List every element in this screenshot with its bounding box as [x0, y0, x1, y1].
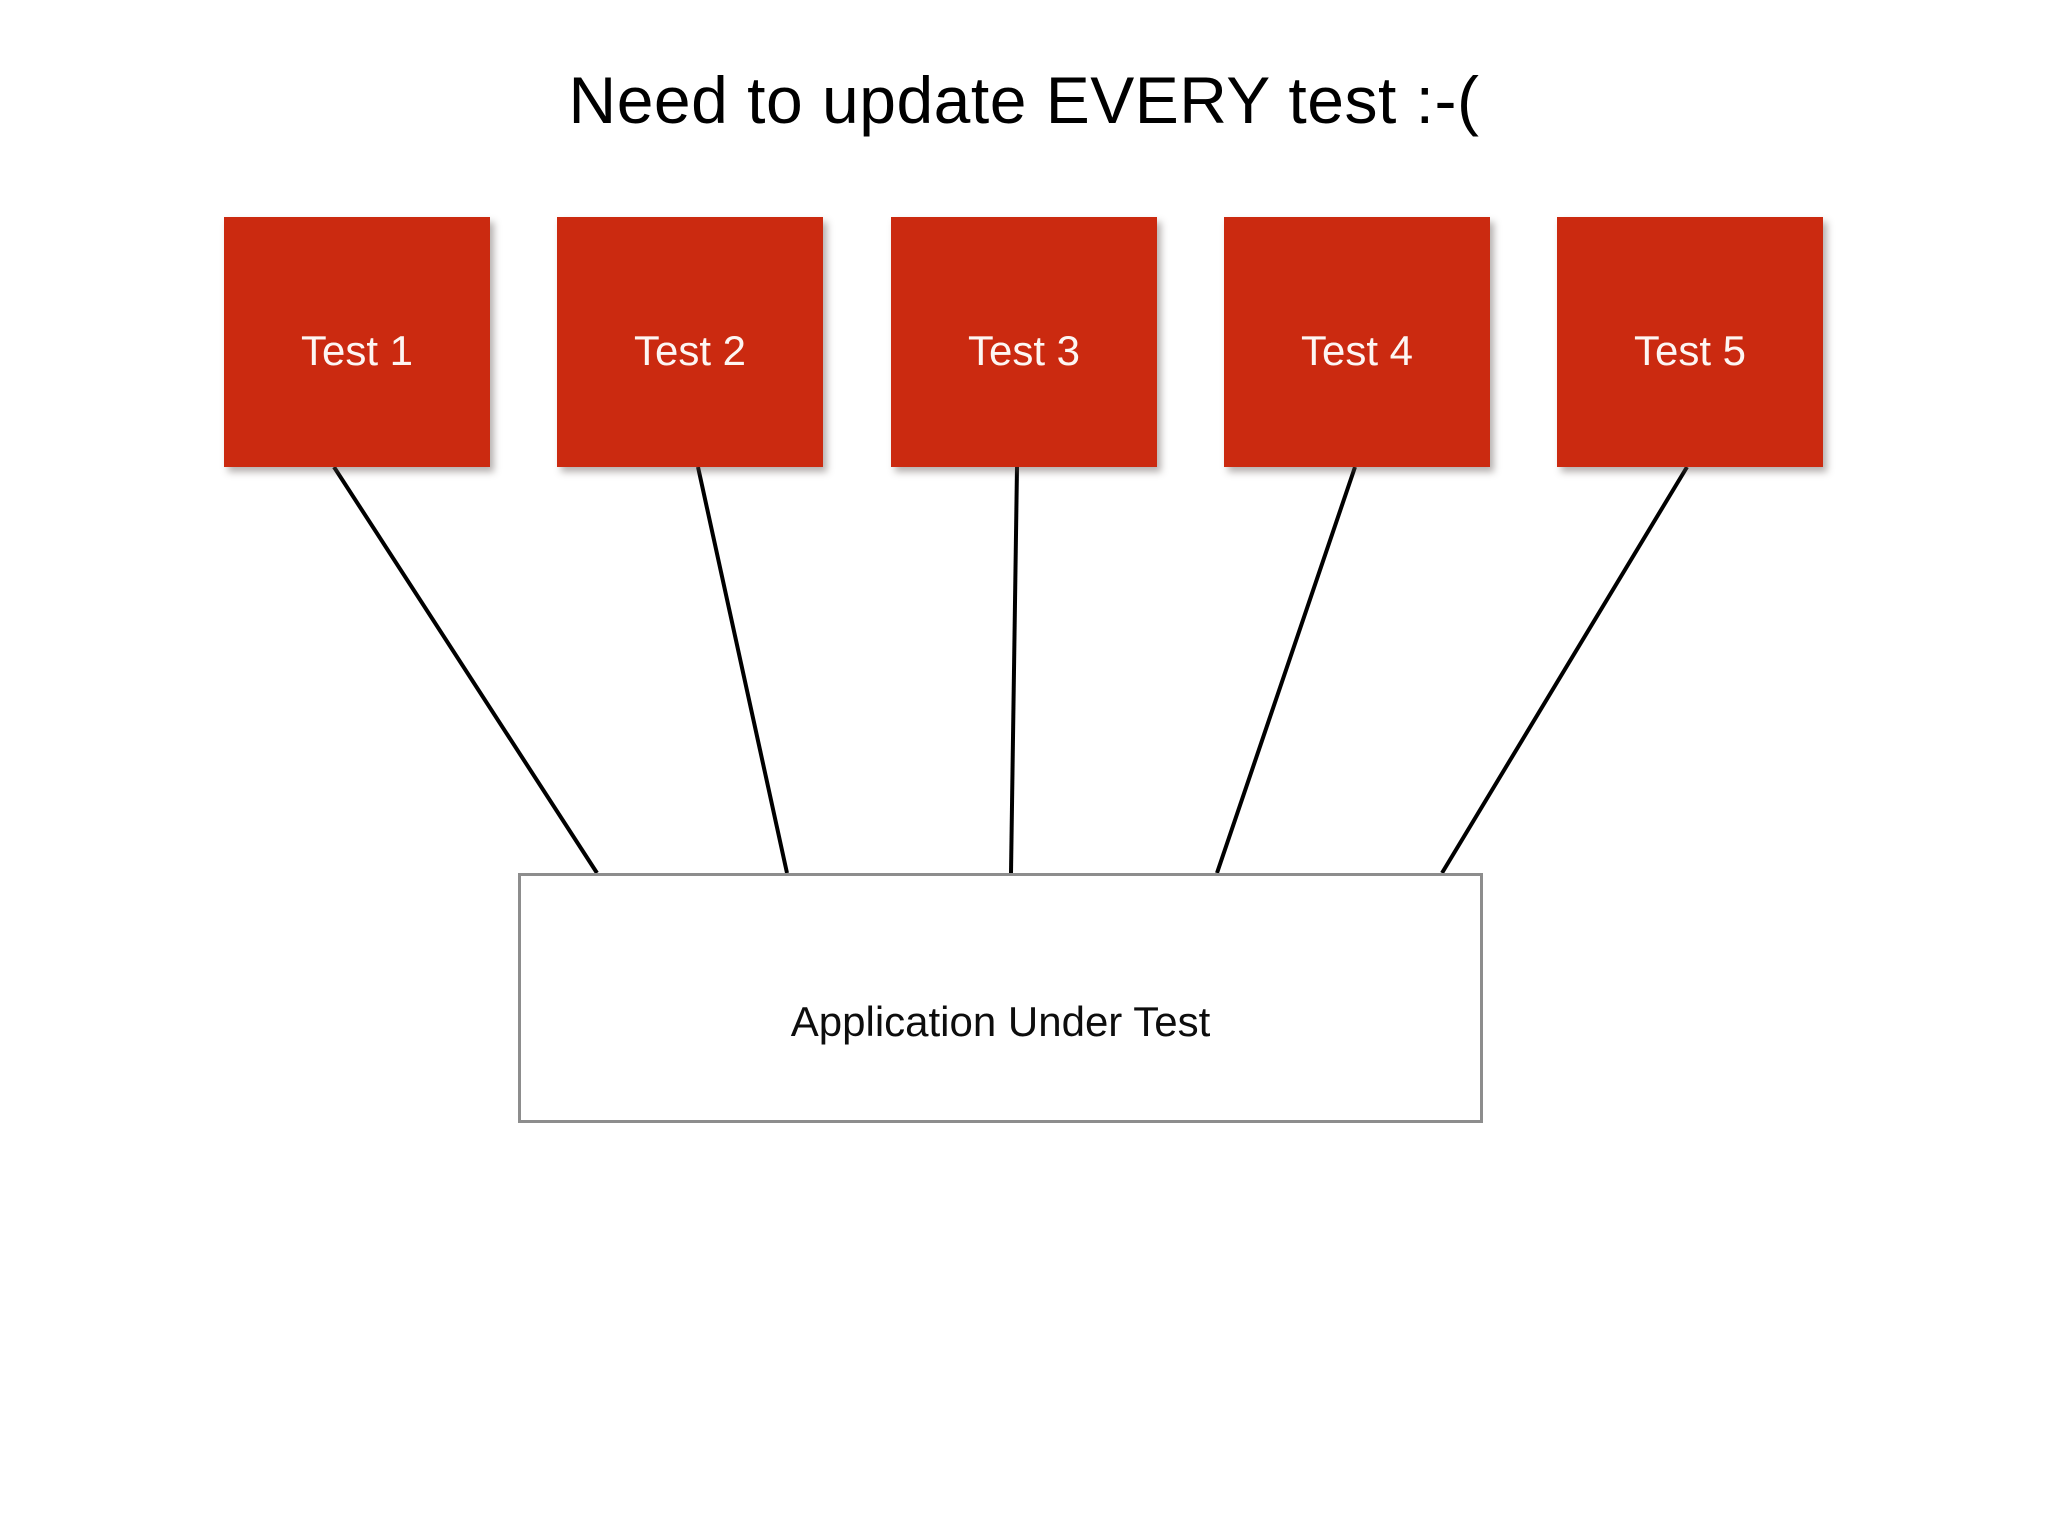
application-under-test-label: Application Under Test: [790, 998, 1211, 1045]
test-node-4[interactable]: Test 4: [1224, 217, 1490, 467]
connector-line-test-1: [332, 465, 599, 875]
connector-line-test-5: [1440, 465, 1689, 875]
connector-line-test-3: [1009, 466, 1019, 874]
connector-line-test-4: [1215, 466, 1357, 874]
test-node-5-label: Test 5: [1633, 327, 1747, 374]
test-node-5[interactable]: Test 5: [1557, 217, 1823, 467]
page-title: Need to update EVERY test :-(: [568, 63, 1480, 137]
test-node-2-label: Test 2: [633, 327, 747, 374]
connector-line-test-2: [696, 466, 789, 874]
test-node-1[interactable]: Test 1: [224, 217, 490, 467]
test-node-1-label: Test 1: [300, 327, 414, 374]
test-node-3-label: Test 3: [967, 327, 1081, 374]
test-node-2[interactable]: Test 2: [557, 217, 823, 467]
test-node-3[interactable]: Test 3: [891, 217, 1157, 467]
test-node-4-label: Test 4: [1300, 327, 1414, 374]
application-under-test-node[interactable]: Application Under Test: [518, 873, 1483, 1123]
